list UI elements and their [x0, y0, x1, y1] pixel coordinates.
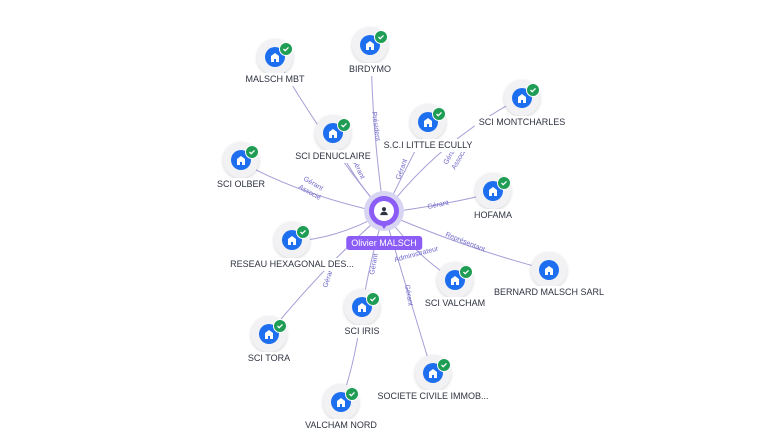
company-label: HOFAMA [469, 209, 517, 222]
person-name-label: Olivier MALSCH [346, 236, 422, 250]
company-label: SCI TORA [243, 352, 295, 365]
check-badge-icon [279, 42, 293, 56]
check-badge-icon [296, 225, 310, 239]
check-badge-icon [345, 387, 359, 401]
building-icon [539, 260, 559, 280]
check-badge-icon [497, 176, 511, 190]
company-label: BIRDYMO [344, 63, 396, 76]
company-label: S.C.I LITTLE ECULLY [379, 139, 477, 152]
check-badge-icon [437, 358, 451, 372]
company-label: SCI OLBER [212, 178, 270, 191]
company-label: RESEAU HEXAGONAL DES... [226, 258, 358, 271]
check-badge-icon [459, 265, 473, 279]
edge-label-gerant-ecully: Gérant [395, 158, 409, 181]
company-label: SCI MONTCHARLES [474, 116, 570, 129]
person-pin [369, 196, 399, 226]
check-badge-icon [432, 107, 446, 121]
edge-label-gerant-societe: Gérant [403, 284, 414, 306]
company-label: BERNARD MALSCH SARL [489, 286, 609, 299]
company-label: SCI VALCHAM [420, 297, 490, 310]
edge-label-gerant-iris: Gérant [369, 253, 380, 275]
check-badge-icon [245, 145, 259, 159]
edge-label-president: Président [370, 111, 381, 141]
check-badge-icon [337, 118, 351, 132]
check-badge-icon [273, 319, 287, 333]
check-badge-icon [526, 83, 540, 97]
person-icon [374, 201, 394, 221]
company-label: VALCHAM NORD [301, 419, 381, 432]
edge-label-representant: Représentant [444, 231, 486, 253]
company-label: SOCIETE CIVILE IMMOB... [373, 390, 493, 403]
check-badge-icon [366, 292, 380, 306]
edge-label-gerant-hofama: Gérant [427, 200, 449, 211]
company-label: SCI IRIS [340, 325, 384, 338]
edge-bernard [383, 212, 550, 271]
company-label: MALSCH MBT [241, 73, 309, 86]
company-label: SCI DENUCLAIRE [291, 150, 375, 163]
check-badge-icon [374, 30, 388, 44]
